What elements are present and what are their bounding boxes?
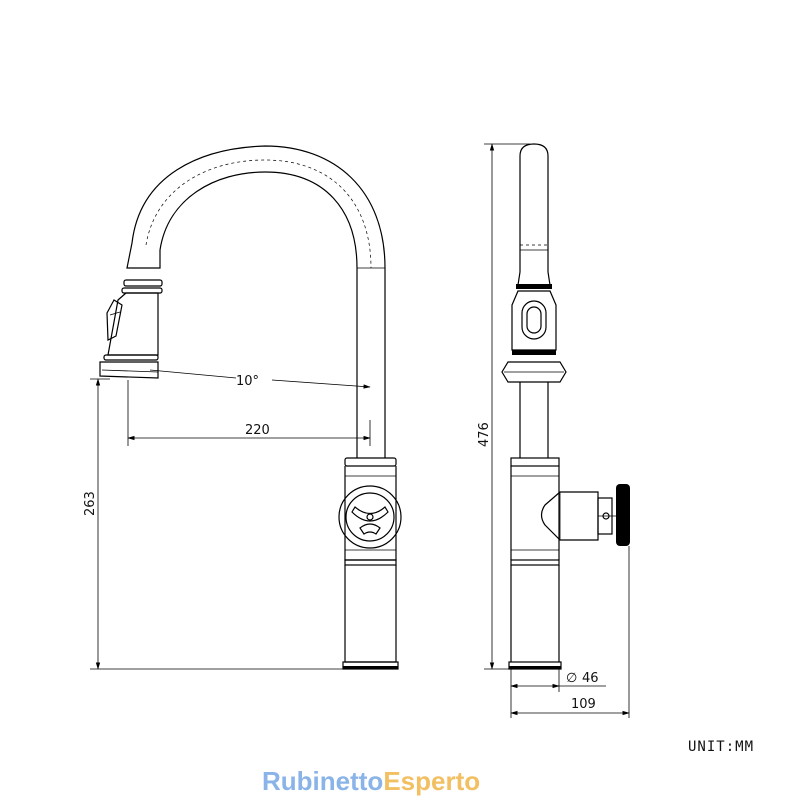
dimension-depth: 109 [510,546,630,718]
handle-wheel [338,485,402,549]
faucet-body [342,457,399,670]
reach-label: 220 [245,423,270,438]
dimension-angle: 10° [149,369,371,389]
diameter-symbol: ∅ [566,671,577,686]
base-diameter-label: 46 [582,671,599,686]
depth-label: 109 [571,697,596,712]
front-view-faucet [99,145,402,670]
watermark-part2: Esperto [383,766,480,796]
spray-head [99,242,163,379]
height-label: 263 [83,491,98,516]
dimension-total-height: 476 [477,143,530,670]
watermark-part1: Rubinetto [262,766,383,796]
watermark-logo: RubinettoEsperto [262,766,480,796]
side-view-faucet [501,143,630,670]
dimension-reach: 220 [127,380,371,446]
unit-label: UNIT:MM [688,739,754,755]
dimension-height: 263 [83,378,343,670]
total-height-label: 476 [477,422,492,447]
angle-label: 10° [236,374,259,389]
dimension-base-diameter: ∅ 46 [510,669,606,718]
